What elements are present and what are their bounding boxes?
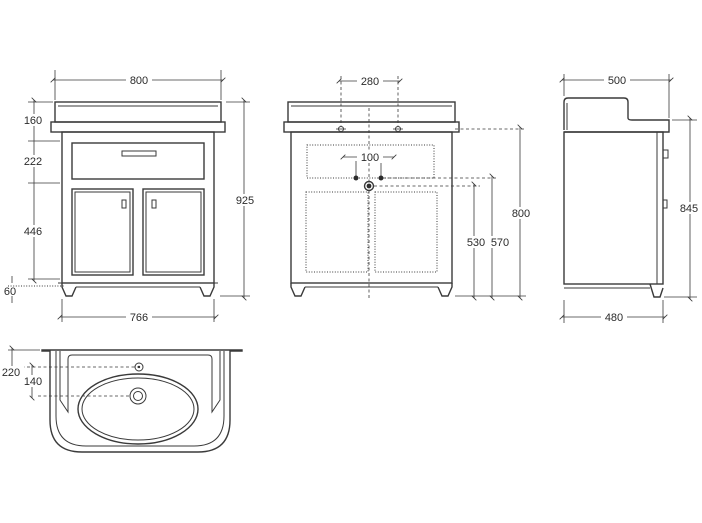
dim-front-width-top: 800 bbox=[130, 75, 148, 87]
top-view: 220 140 bbox=[0, 348, 243, 453]
dim-front-leg-height: 60 bbox=[4, 286, 16, 298]
back-basin-top bbox=[287, 101, 456, 123]
side-leg bbox=[649, 283, 664, 298]
water-pipe-left bbox=[353, 175, 359, 181]
door-knob-right bbox=[151, 199, 157, 209]
front-leg-left bbox=[61, 283, 77, 297]
dim-side-depth-top: 500 bbox=[608, 75, 626, 87]
dim-front-door-height: 446 bbox=[24, 226, 42, 238]
dim-front-drawer-height: 222 bbox=[24, 156, 42, 168]
top-basin-outline bbox=[41, 349, 243, 453]
side-basin-profile bbox=[563, 97, 670, 133]
back-hidden-door-right bbox=[374, 191, 438, 273]
front-door-right bbox=[142, 188, 205, 276]
side-cabinet-body bbox=[563, 131, 664, 285]
dim-top-drain-offset: 140 bbox=[24, 376, 42, 388]
door-knob-left bbox=[121, 199, 127, 209]
dim-pipe-height: 570 bbox=[491, 237, 509, 249]
back-hidden-drawer bbox=[306, 144, 435, 179]
dim-pipe-spacing: 100 bbox=[361, 152, 379, 164]
side-view: 500 480 845 bbox=[562, 74, 701, 324]
front-door-left bbox=[71, 188, 134, 276]
dim-tap-spacing: 280 bbox=[361, 76, 379, 88]
drawer-handle bbox=[121, 150, 157, 157]
front-view: 800 766 925 160 222 446 60 bbox=[4, 70, 258, 324]
dim-basin-top-height: 800 bbox=[512, 208, 530, 220]
top-drain bbox=[129, 387, 147, 405]
dim-front-height-total: 925 bbox=[236, 195, 254, 207]
water-pipe-right bbox=[378, 175, 384, 181]
back-basin-lip bbox=[283, 121, 460, 133]
dim-front-basin-height: 160 bbox=[24, 115, 42, 127]
front-leg-right bbox=[199, 283, 215, 297]
back-hidden-door-left bbox=[305, 191, 369, 273]
dim-side-height-total: 845 bbox=[680, 203, 698, 215]
dim-top-tap-offset: 220 bbox=[2, 367, 20, 379]
side-door-knob bbox=[662, 199, 668, 209]
top-bowl bbox=[77, 373, 199, 445]
front-basin-top bbox=[54, 101, 222, 123]
dim-side-depth-bottom: 480 bbox=[605, 312, 623, 324]
back-view: 280 100 530 570 800 bbox=[283, 75, 533, 298]
front-basin-lip bbox=[50, 121, 226, 133]
dim-drain-height: 530 bbox=[467, 237, 485, 249]
side-drawer-knob bbox=[662, 149, 669, 159]
front-drawer bbox=[71, 142, 205, 180]
dim-front-width-bottom: 766 bbox=[130, 312, 148, 324]
front-cabinet-body bbox=[61, 131, 215, 284]
